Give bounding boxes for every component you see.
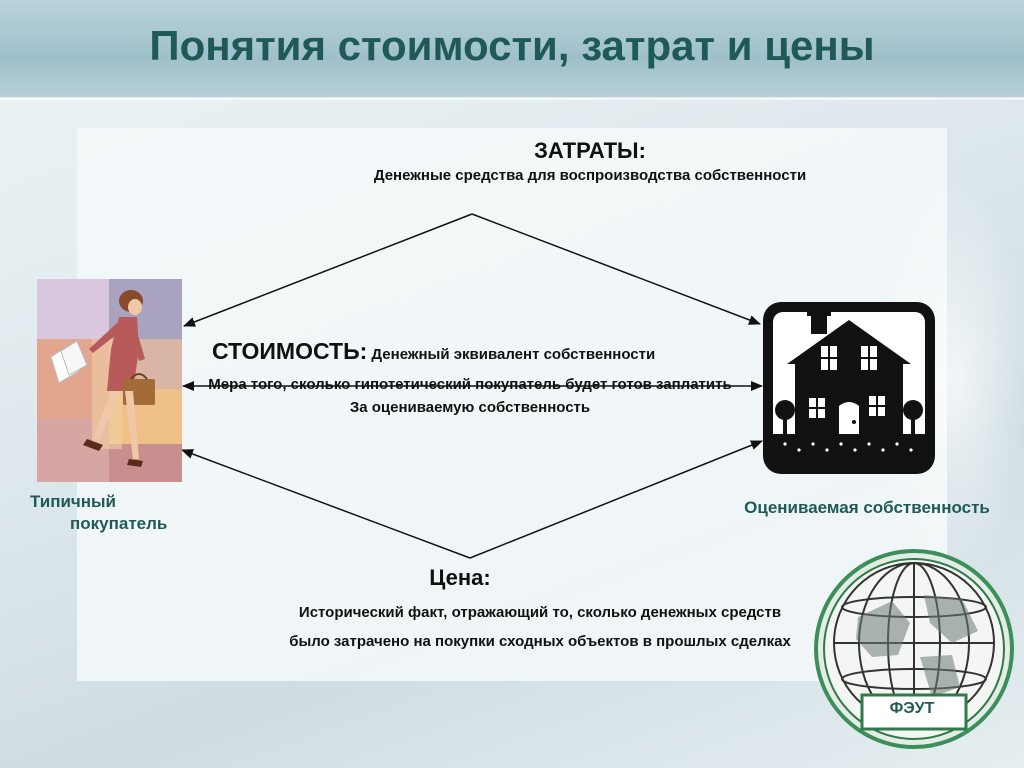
feut-logo xyxy=(814,549,1014,749)
title-divider xyxy=(0,97,1024,100)
stoimost-line: СТОИМОСТЬ: Денежный эквивалент собственн… xyxy=(212,338,655,365)
buyer-illustration xyxy=(37,279,182,482)
stoimost-description: Денежный эквивалент собственности xyxy=(367,346,656,363)
zatraty-heading: ЗАТРАТЫ: xyxy=(534,138,646,163)
title-bar xyxy=(0,0,1024,98)
slide-title: Понятия стоимости, затрат и цены xyxy=(149,22,875,69)
zatraty-description: Денежные средства для воспроизводства со… xyxy=(373,167,807,184)
property-label: Оцениваемая собственность xyxy=(744,498,990,517)
cena-heading: Цена: xyxy=(429,565,491,590)
stoimost-line3: За оцениваемую собственность xyxy=(349,399,591,416)
buyer-label-line2: покупатель xyxy=(70,514,168,533)
arrow-cena-to-buyer xyxy=(181,449,471,559)
cena-line2: было затрачено на покупки сходных объект… xyxy=(289,633,791,650)
cena-line1: Исторический факт, отражающий то, скольк… xyxy=(298,604,782,621)
property-house-icon xyxy=(763,302,935,474)
stoimost-line2: Мера того, сколько гипотетический покупа… xyxy=(208,376,732,393)
arrow-zatraty-to-buyer xyxy=(183,213,473,327)
arrow-zatraty-to-property xyxy=(471,213,761,325)
buyer-label: Типичный покупатель xyxy=(30,491,220,535)
feut-logo-text: ФЭУТ xyxy=(889,700,935,717)
stoimost-heading: СТОИМОСТЬ: xyxy=(212,338,368,364)
buyer-label-line1: Типичный xyxy=(30,492,117,511)
arrow-cena-to-property xyxy=(469,440,763,559)
